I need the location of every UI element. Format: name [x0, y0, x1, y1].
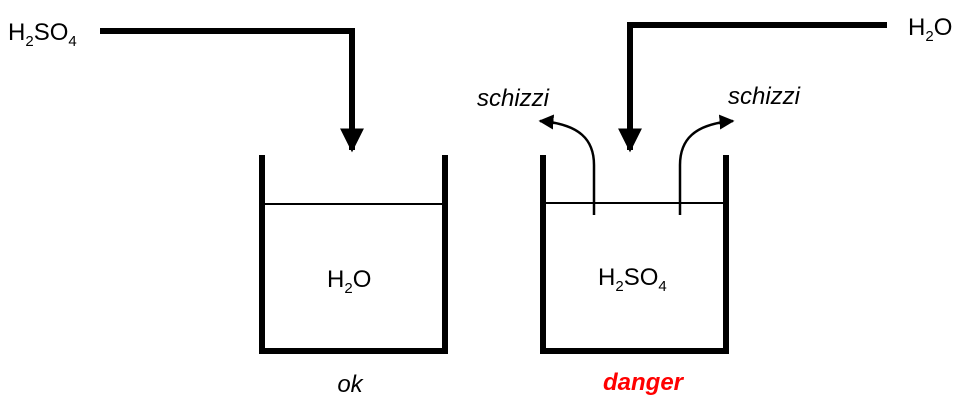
- right-beaker-content: H2SO4: [598, 264, 667, 295]
- right-splash-arrow-icon: [678, 114, 735, 215]
- left-beaker-content: H2O: [327, 266, 371, 297]
- right-pour-arrow-icon: [618, 22, 887, 153]
- right-pour-label: H2O: [908, 14, 952, 45]
- left-setup: H2SO4 H2O ok: [8, 19, 448, 398]
- right-beaker-icon: [540, 155, 729, 354]
- left-pour-arrow-icon: [100, 28, 364, 153]
- left-verdict: ok: [337, 371, 364, 398]
- right-setup: H2O schizzi schizzi H2SO4 danger: [477, 14, 952, 396]
- left-splash-label: schizzi: [477, 85, 550, 112]
- left-splash-arrow-icon: [538, 114, 596, 215]
- right-verdict: danger: [603, 369, 685, 396]
- left-beaker-icon: [259, 155, 448, 354]
- left-pour-label: H2SO4: [8, 19, 77, 50]
- right-splash-label: schizzi: [728, 83, 801, 110]
